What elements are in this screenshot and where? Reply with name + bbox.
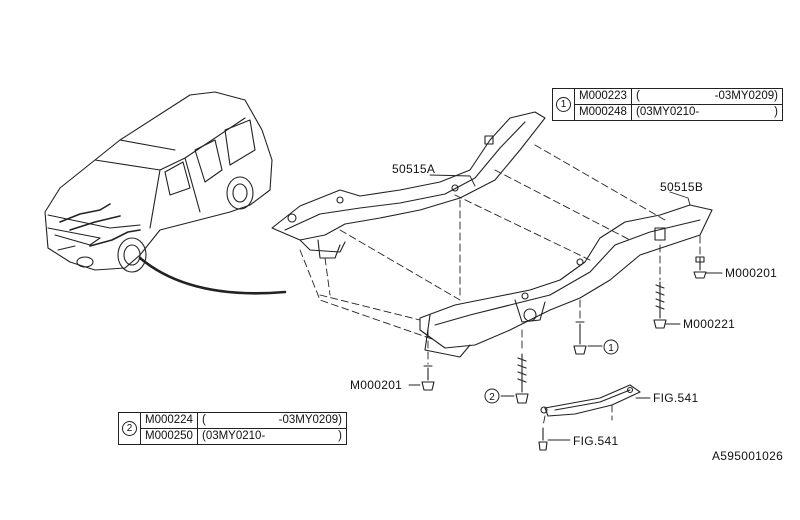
- model-range: (03MY0210-): [630, 104, 783, 121]
- part-label-50515a: 50515A: [392, 162, 436, 176]
- alignment-lines: [299, 144, 701, 427]
- ref-circle-1-text: 1: [608, 343, 614, 354]
- index-circle: 1: [556, 97, 571, 112]
- bolt-left-front: [421, 365, 435, 391]
- part-code: M000248: [574, 104, 632, 121]
- bolt-lower-fig: [538, 427, 548, 451]
- range-text: -03MY0209: [278, 414, 339, 426]
- variant-table-2: 2 M000224 ( -03MY0209) M000250 (03MY0210-…: [118, 412, 347, 445]
- frame-member-right: [419, 204, 713, 358]
- variant-table-2-row: M000250 (03MY0210-): [119, 428, 347, 445]
- frame-member-left: [271, 111, 546, 259]
- range-text: 03MY0210-: [639, 106, 700, 118]
- callout-leaders: [408, 174, 723, 441]
- vehicle-illustration: [44, 91, 273, 273]
- part-label-50515b: 50515B: [660, 180, 704, 194]
- bolt-right-top: [693, 256, 707, 279]
- range-open: (: [201, 414, 206, 426]
- bolt-ref-2: [515, 353, 529, 404]
- index-circle: 2: [122, 421, 137, 436]
- ref-circle-2: [484, 388, 500, 404]
- range-open: (: [635, 106, 640, 118]
- ref-circle-2-text: 2: [489, 392, 495, 403]
- leader-line-vehicle: [138, 256, 287, 295]
- callout-fig541-lower: FIG.541: [573, 434, 619, 448]
- variant-table-1: 1 M000223 ( -03MY0209) M000248 (03MY0210-…: [552, 88, 783, 121]
- range-close: ): [774, 106, 778, 118]
- range-text: -03MY0209: [714, 90, 775, 102]
- variant-table-2-index: 2: [118, 412, 141, 445]
- part-code: M000224: [140, 412, 198, 429]
- callout-m000201-right: M000201: [725, 266, 778, 280]
- model-range: ( -03MY0209): [196, 412, 347, 429]
- bolt-ref-1: [573, 321, 587, 355]
- variant-table-1-row: M000248 (03MY0210-): [553, 104, 783, 121]
- part-code: M000250: [140, 428, 198, 445]
- ref-circle-1: [603, 339, 619, 355]
- model-range: ( -03MY0209): [630, 88, 783, 105]
- diagram-id: A595001026: [712, 449, 784, 463]
- model-range: (03MY0210-): [196, 428, 347, 445]
- variant-table-1-row: 1 M000223 ( -03MY0209): [552, 88, 783, 121]
- range-open: (: [635, 90, 640, 102]
- variant-table-1-index: 1: [552, 88, 575, 121]
- range-close: ): [774, 90, 778, 102]
- cross-bracket: [540, 384, 641, 417]
- part-code: M000223: [574, 88, 632, 105]
- callout-fig541-upper: FIG.541: [653, 391, 699, 405]
- range-close: ): [338, 430, 342, 442]
- callout-m000221: M000221: [683, 317, 736, 331]
- variant-table-2-row: 2 M000224 ( -03MY0209): [118, 412, 347, 445]
- callout-m000201-left: M000201: [350, 378, 403, 392]
- bolt-right-long: [653, 281, 667, 329]
- range-close: ): [338, 414, 342, 426]
- range-text: 03MY0210-: [205, 430, 266, 442]
- range-open: (: [201, 430, 206, 442]
